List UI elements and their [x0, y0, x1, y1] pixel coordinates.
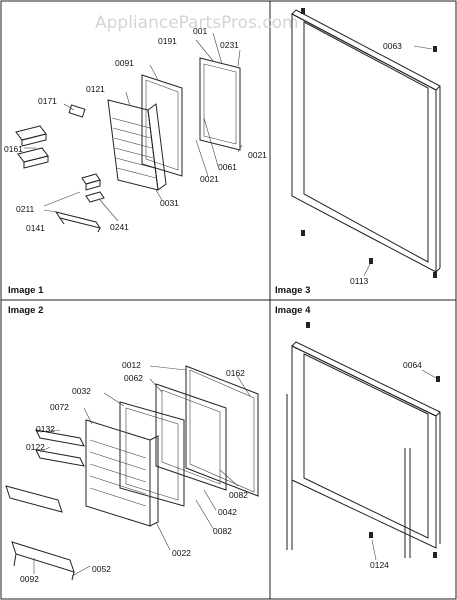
callout: 0161 — [4, 144, 23, 154]
door-liner-2 — [119, 401, 185, 507]
frame-screws-4 — [306, 322, 440, 558]
gasket — [141, 74, 183, 177]
callout: 0241 — [110, 222, 129, 232]
image-2-leaders — [33, 365, 251, 577]
shelf-0092 — [11, 541, 75, 573]
callout: 0031 — [160, 198, 179, 208]
shelf-0141 — [54, 211, 102, 229]
part-0171 — [68, 104, 86, 118]
shelf-upper — [5, 485, 63, 513]
callout: 0064 — [403, 360, 422, 370]
frame-outer — [291, 13, 437, 273]
door-liner-side — [147, 103, 167, 191]
callout: 0042 — [218, 507, 237, 517]
bins-2 — [35, 429, 85, 467]
caption-image-4: Image 4 — [275, 305, 311, 316]
image-1-leaders — [24, 32, 243, 222]
caption-image-2: Image 2 — [8, 305, 43, 316]
watermark: AppliancePartsPros.com — [95, 13, 299, 33]
callout: 0082 — [213, 526, 232, 536]
door-liner-shelves — [111, 117, 157, 179]
image-2-drawing — [5, 365, 259, 581]
door-bins — [15, 125, 49, 169]
heater-tubes — [286, 394, 411, 558]
gasket-inner — [145, 79, 179, 171]
frame-inner-4 — [303, 353, 429, 539]
image-4-leaders — [371, 369, 437, 561]
image-3-leaders — [363, 45, 433, 277]
callout: 0032 — [72, 386, 91, 396]
callout: 0022 — [172, 548, 191, 558]
door-frame-shelves — [89, 439, 147, 507]
callout: 0021 — [248, 150, 267, 160]
callout: 0113 — [350, 276, 369, 286]
callout: 001 — [193, 26, 207, 36]
callout: 0061 — [218, 162, 237, 172]
callout: 0122 — [26, 442, 45, 452]
callout: 0092 — [20, 574, 39, 584]
callout: 0021 — [200, 174, 219, 184]
caption-image-1: Image 1 — [8, 285, 44, 296]
callout: 0072 — [50, 402, 69, 412]
image-3-drawing — [291, 8, 441, 278]
image-1-drawing — [15, 32, 243, 233]
callout: 0141 — [26, 223, 45, 233]
caption-image-3: Image 3 — [275, 285, 310, 296]
rear-panel — [199, 57, 241, 151]
frame-outer-4 — [291, 345, 437, 549]
gasket-2 — [155, 383, 227, 491]
rear-frame — [185, 365, 259, 497]
image-2-callouts: 0012 0062 0162 0032 0072 0132 0122 0082 … — [20, 360, 248, 584]
rear-panel-inner — [203, 63, 237, 145]
callout: 0082 — [229, 490, 248, 500]
callout: 0121 — [86, 84, 105, 94]
image-4-drawing — [286, 322, 441, 561]
callout: 0132 — [36, 424, 55, 434]
callout: 0191 — [158, 36, 177, 46]
callout: 0162 — [226, 368, 245, 378]
callout: 0124 — [370, 560, 389, 570]
callout: 0211 — [16, 204, 35, 214]
callout: 0171 — [38, 96, 57, 106]
callout: 0052 — [92, 564, 111, 574]
frame-top-edge — [291, 9, 441, 91]
frame-inner — [303, 21, 429, 263]
callout: 0062 — [124, 373, 143, 383]
frame-screws — [301, 8, 437, 278]
callout: 0231 — [220, 40, 239, 50]
callout: 0091 — [115, 58, 134, 68]
callout: 0063 — [383, 41, 402, 51]
callout: 0012 — [122, 360, 141, 370]
small-bins — [81, 173, 105, 203]
image-1-callouts: 0191 001 0231 0091 0121 0171 0161 0061 0… — [4, 26, 267, 233]
